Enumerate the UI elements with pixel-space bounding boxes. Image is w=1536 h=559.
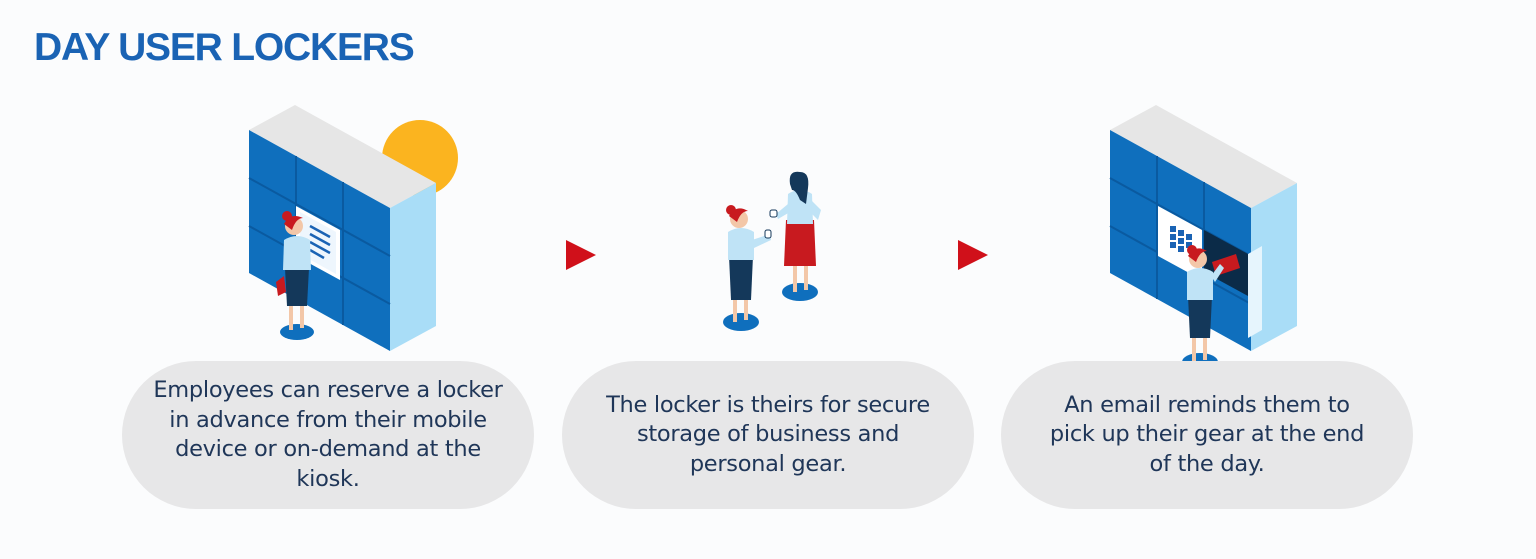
locker-top bbox=[1110, 105, 1297, 208]
step-1-text: Employees can reserve a locker in advanc… bbox=[153, 377, 503, 492]
step-1-caption: Employees can reserve a locker in advanc… bbox=[122, 361, 534, 509]
person-attendant bbox=[769, 171, 821, 301]
step-3-text: An email reminds them to pick up their g… bbox=[1049, 391, 1365, 477]
locker-side bbox=[390, 183, 436, 351]
kiosk-grid-icon bbox=[1170, 226, 1192, 252]
moon-icon bbox=[1266, 112, 1307, 159]
locker-top bbox=[249, 105, 436, 208]
step-3-caption: An email reminds them to pick up their g… bbox=[1001, 361, 1413, 509]
person-employee bbox=[723, 205, 772, 331]
locker-side bbox=[1251, 183, 1297, 351]
step2-illustration bbox=[723, 171, 821, 331]
page-title: DAY USER LOCKERS bbox=[34, 26, 415, 69]
person-at-kiosk bbox=[276, 211, 314, 340]
open-locker-door bbox=[1248, 246, 1262, 338]
step-2-text: The locker is theirs for secure storage … bbox=[606, 391, 930, 477]
arrow-right-icon bbox=[958, 240, 988, 270]
step1-illustration bbox=[248, 105, 458, 351]
arrow-right-icon bbox=[566, 240, 596, 270]
step3-illustration bbox=[1109, 105, 1307, 371]
step-2-caption: The locker is theirs for secure storage … bbox=[562, 361, 974, 509]
